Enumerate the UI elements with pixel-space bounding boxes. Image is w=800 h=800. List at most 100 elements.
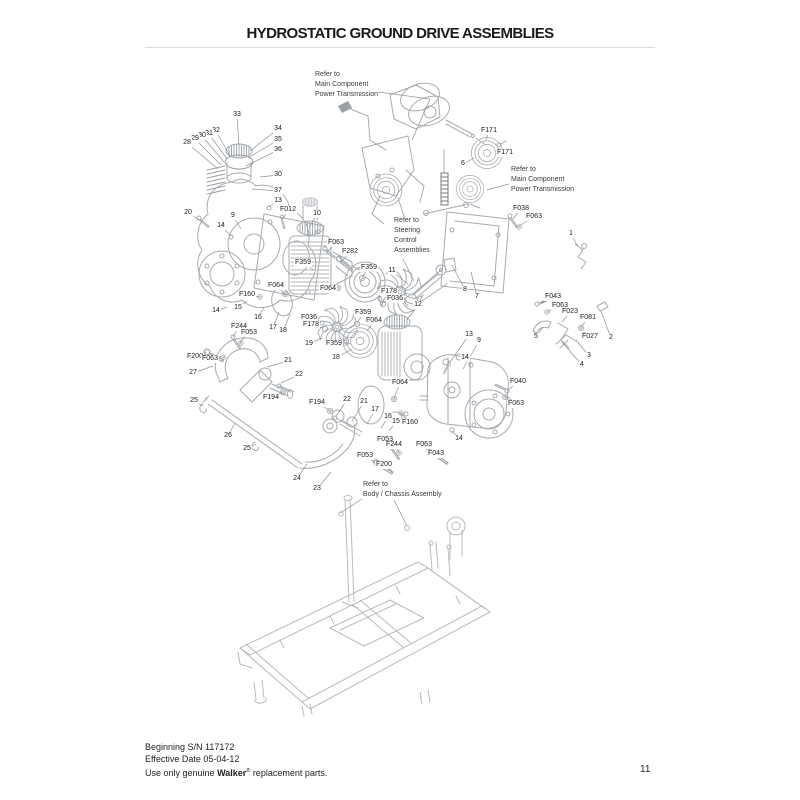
callout-27: 27 — [188, 369, 198, 377]
callout-22: 22 — [342, 396, 352, 404]
callout-F200: F200 — [186, 353, 204, 361]
footer-effective-date: Effective Date 05-04-12 — [145, 754, 240, 764]
callout-F244: F244 — [385, 441, 403, 449]
callout-15: 15 — [233, 304, 243, 312]
idler-pulley-art — [440, 137, 507, 206]
pump-bracket-art — [413, 211, 522, 304]
callout-30: 30 — [273, 171, 283, 179]
callout-14: 14 — [460, 354, 470, 362]
callout-F043: F043 — [544, 293, 562, 301]
callout-F064: F064 — [319, 285, 337, 293]
callout-F081: F081 — [579, 314, 597, 322]
callout-F053: F053 — [356, 452, 374, 460]
callout-F359: F359 — [325, 340, 343, 348]
callout-F064: F064 — [365, 317, 383, 325]
callout-F359: F359 — [360, 264, 378, 272]
callout-F012: F012 — [279, 206, 297, 214]
callout-F200: F200 — [375, 461, 393, 469]
callout-13: 13 — [273, 197, 283, 205]
callout-2: 2 — [608, 334, 614, 342]
callout-11: 11 — [387, 267, 397, 275]
callout-20: 20 — [183, 209, 193, 217]
callout-26: 26 — [223, 432, 233, 440]
callout-36: 36 — [273, 146, 283, 154]
page-number: 11 — [640, 764, 651, 775]
callout-17: 17 — [370, 406, 380, 414]
callout-F160: F160 — [238, 291, 256, 299]
callout-F178: F178 — [380, 288, 398, 296]
callout-10: 10 — [312, 210, 322, 218]
callout-15: 15 — [391, 418, 401, 426]
footer-serial: Beginning S/N 117172 — [145, 742, 235, 752]
callout-37: 37 — [273, 187, 283, 195]
callout-F040: F040 — [509, 378, 527, 386]
callout-F359: F359 — [354, 309, 372, 317]
callout-14: 14 — [216, 222, 226, 230]
callout-13: 13 — [464, 331, 474, 339]
callout-F043: F043 — [427, 450, 445, 458]
callout-F063: F063 — [551, 302, 569, 310]
callout-F171: F171 — [480, 127, 498, 135]
pump1-art — [288, 197, 426, 318]
callout-F053: F053 — [240, 329, 258, 337]
callout-9: 9 — [230, 212, 236, 220]
callout-F063: F063 — [201, 355, 219, 363]
callout-18: 18 — [278, 327, 288, 335]
callout-6: 6 — [460, 160, 466, 168]
transaxle-art — [419, 353, 514, 439]
callout-F053: F053 — [376, 436, 394, 444]
callout-7: 7 — [474, 293, 480, 301]
chassis-art — [237, 495, 491, 717]
callout-21: 21 — [359, 398, 369, 406]
callout-9: 9 — [476, 337, 482, 345]
callout-F064: F064 — [391, 379, 409, 387]
callout-16: 16 — [383, 413, 393, 421]
callout-30: 30 — [197, 132, 207, 140]
callout-17: 17 — [268, 324, 278, 332]
callout-F160: F160 — [401, 419, 419, 427]
callout-4: 4 — [579, 361, 585, 369]
callout-32: 32 — [211, 127, 221, 135]
transmission-unit-art — [338, 82, 487, 229]
callout-F023: F023 — [561, 308, 579, 316]
callout-F178: F178 — [302, 321, 320, 329]
callout-1: 1 — [568, 230, 574, 238]
callout-F038: F038 — [512, 205, 530, 213]
callout-16: 16 — [253, 314, 263, 322]
footer-genuine-parts: Use only genuine Walker® replacement par… — [145, 768, 328, 778]
callout-22: 22 — [294, 371, 304, 379]
callout-F036: F036 — [386, 295, 404, 303]
callout-F282: F282 — [341, 248, 359, 256]
callout-35: 35 — [273, 136, 283, 144]
callout-F036: F036 — [300, 314, 318, 322]
callout-F359: F359 — [294, 259, 312, 267]
callout-31: 31 — [204, 130, 214, 138]
callout-F027: F027 — [581, 333, 599, 341]
callout-5: 5 — [533, 333, 539, 341]
callout-25: 25 — [189, 397, 199, 405]
callout-33: 33 — [232, 111, 242, 119]
callout-14: 14 — [211, 307, 221, 315]
callout-F063: F063 — [525, 213, 543, 221]
callout-18: 18 — [331, 354, 341, 362]
page-title: HYDROSTATIC GROUND DRIVE ASSEMBLIES — [246, 25, 554, 42]
callout-12: 12 — [413, 301, 423, 309]
callout-F064: F064 — [267, 282, 285, 290]
callout-29: 29 — [190, 135, 200, 143]
callout-F194: F194 — [308, 399, 326, 407]
callout-19: 19 — [304, 340, 314, 348]
callout-25: 25 — [242, 445, 252, 453]
callout-F063: F063 — [507, 400, 525, 408]
callout-21: 21 — [283, 357, 293, 365]
callout-F171: F171 — [496, 149, 514, 157]
callout-F063: F063 — [415, 441, 433, 449]
callout-28: 28 — [182, 139, 192, 147]
callout-23: 23 — [312, 485, 322, 493]
